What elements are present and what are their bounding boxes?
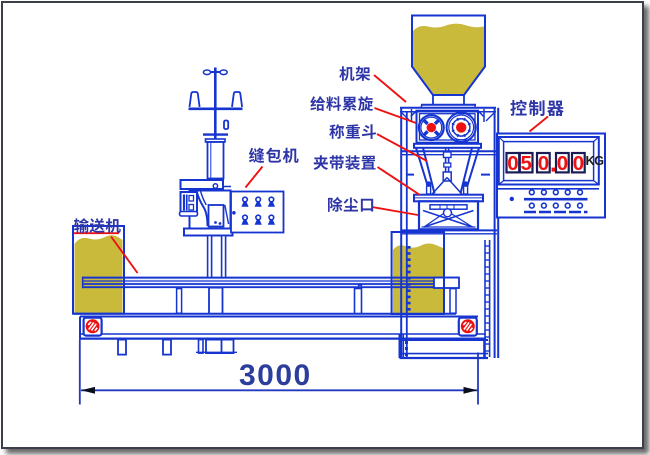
svg-text:KG: KG bbox=[586, 153, 605, 168]
svg-text:0: 0 bbox=[507, 152, 518, 175]
svg-text:0: 0 bbox=[573, 152, 584, 175]
svg-text:5: 5 bbox=[520, 152, 531, 175]
svg-text:0: 0 bbox=[557, 152, 568, 175]
svg-text:0: 0 bbox=[538, 152, 549, 175]
svg-text:3000: 3000 bbox=[239, 359, 312, 392]
